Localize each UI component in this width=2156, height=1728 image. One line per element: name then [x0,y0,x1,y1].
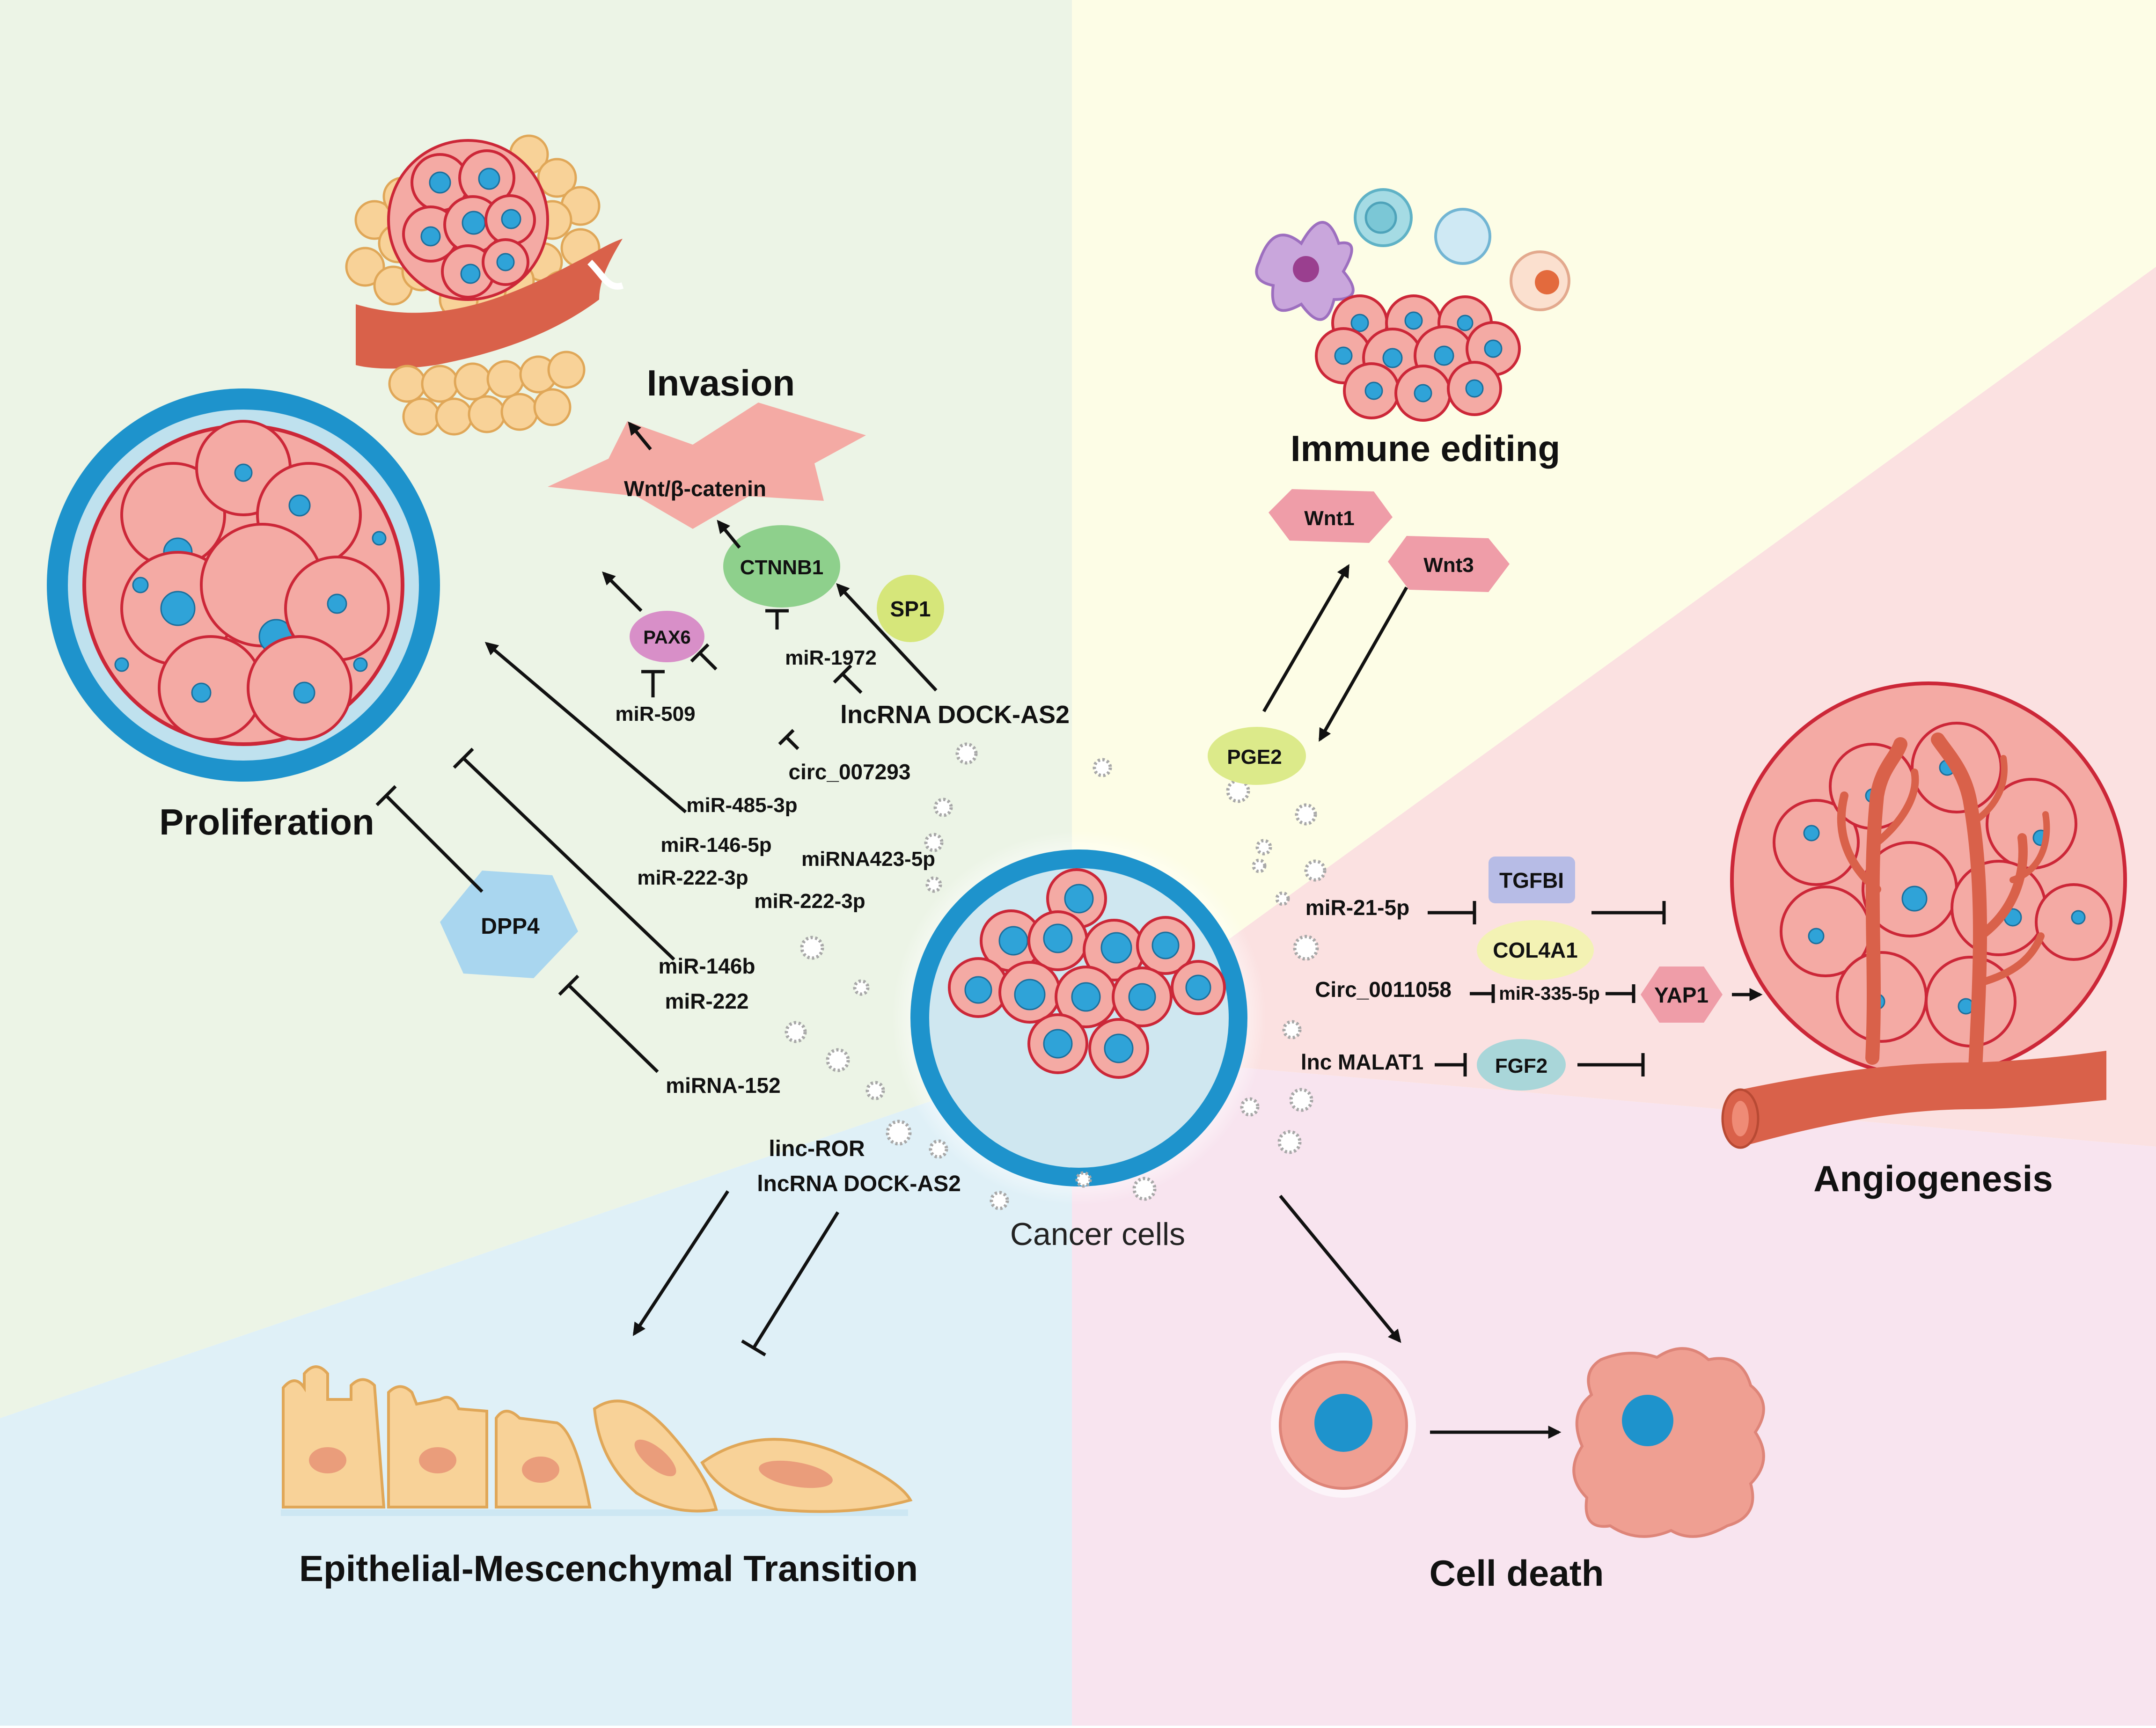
mir-222-3p-label-b: miR-222-3p [754,890,865,913]
mir-21-5p-label: miR-21-5p [1305,895,1409,920]
dendritic-cell [1255,221,1355,321]
invading-tumor-cluster [387,139,549,301]
emt-region [0,1053,1072,1726]
mir-146-5p-label: miR-146-5p [660,834,771,857]
main-blood-vessel [1737,1051,2106,1147]
tgfbi-label: TGFBI [1499,868,1564,893]
cell-death-title: Cell death [1430,1552,1604,1594]
pax6-node [630,611,704,662]
circ-007293-label: circ_007293 [789,760,911,784]
pax6-label: PAX6 [643,627,691,648]
cancer-cell-center [892,831,1266,1205]
proliferating-cells [114,420,390,741]
immune-editing-illustration [1255,188,1570,422]
wnt1-label: Wnt1 [1304,507,1355,530]
immune-editing-title: Immune editing [1291,428,1560,469]
lnc-malat1-label: lnc MALAT1 [1301,1050,1423,1074]
proliferation-illustration [47,388,440,782]
linc-ror-label: linc-ROR [769,1136,865,1161]
immune-tumor-cluster [1315,294,1521,422]
mir-1972-label: miR-1972 [785,646,877,669]
dpp4-node [440,871,578,978]
ctnnb1-node [723,525,840,608]
cancer-cell-cluster [948,868,1226,1079]
mir-485-3p-label: miR-485-3p [686,794,797,817]
invasion-illustration [345,134,624,436]
proliferation-invasion-region [0,0,1072,1418]
wnt3-node [1388,536,1510,592]
emt-illustration [281,1365,913,1516]
col4a1-label: COL4A1 [1493,938,1577,962]
wnt3-label: Wnt3 [1423,554,1474,577]
emt-edges [632,1190,839,1357]
exosome-vesicles [785,742,1327,1210]
proliferation-edges [375,642,687,1073]
cell-death-edges [1279,1194,1562,1439]
tgfbi-node [1489,857,1575,903]
col4a1-node [1477,920,1594,980]
proliferation-title: Proliferation [159,801,374,842]
cancer-cells-label: Cancer cells [1010,1216,1185,1252]
immune-edges [1262,564,1408,742]
yap1-label: YAP1 [1654,983,1709,1007]
immune-cell-blue [1434,208,1491,265]
invasion-pathway-edges [602,421,938,750]
immune-cell-orange [1510,250,1570,311]
angiogenesis-illustration [1721,681,2127,1149]
sp1-label: SP1 [890,597,931,621]
mir-335-5p-label: miR-335-5p [1499,983,1600,1004]
wnt1-node [1269,489,1393,543]
emt-title: Epithelial-Mescenchymal Transition [299,1548,918,1589]
pge2-node [1208,727,1306,785]
wnt-beta-catenin-label: Wnt/β-catenin [624,476,766,501]
mir-222-label: miR-222 [665,989,749,1013]
angiogenesis-edges [1428,901,1763,1076]
lncrna-dock-as2-emt-label: lncRNA DOCK-AS2 [757,1172,961,1196]
mirna423-5p-label: miRNA423-5p [801,848,935,871]
branching-vessels [1837,732,2050,1074]
cell-death-illustration [1271,1347,1765,1538]
fgf2-node [1477,1039,1566,1091]
dpp4-label: DPP4 [481,914,540,939]
angiogenesis-title: Angiogenesis [1813,1158,2053,1199]
yap1-node [1641,967,1723,1023]
mir-222-3p-label-a: miR-222-3p [637,866,748,889]
pge2-label: PGE2 [1227,746,1282,769]
lncrna-dock-as2-label: lncRNA DOCK-AS2 [840,701,1070,729]
mir-509-label: miR-509 [615,703,695,725]
tissue-cells-bottom [388,351,586,436]
sp1-node [877,575,944,642]
invasion-title: Invasion [647,362,795,403]
mirna-152-label: miRNA-152 [666,1073,780,1098]
vessel-wall [356,239,623,369]
immune-cell-teal [1354,188,1413,247]
fgf2-label: FGF2 [1495,1054,1547,1077]
ctnnb1-label: CTNNB1 [740,556,823,579]
wnt-beta-catenin-star [548,403,866,529]
circ-0011058-label: Circ_0011058 [1315,977,1452,1002]
